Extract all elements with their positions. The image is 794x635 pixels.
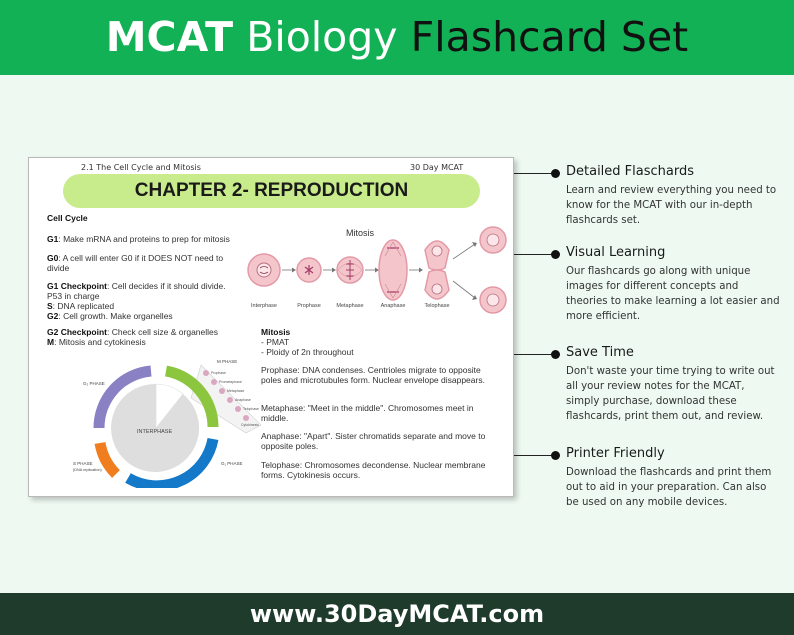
stage-label-prophase: Prophase: [297, 303, 321, 309]
feature-desc-save-time: Don't waste your time trying to write ou…: [566, 366, 775, 422]
chapter-title: CHAPTER 2- REPRODUCTION: [134, 180, 409, 201]
mini-label-prometaphase: Prometaphase: [219, 380, 242, 384]
card-brand: 30 Day MCAT: [410, 163, 464, 172]
feature-bullet-2: [551, 250, 560, 259]
page-title: MCAT Biology Flashcard Set: [0, 6, 794, 68]
m-phase-sector: [155, 383, 184, 429]
g1-note: G1: Make mRNA and proteins to prep for m…: [47, 234, 230, 244]
feature-bullet-1: [551, 169, 560, 178]
flashcard-preview: 2.1 The Cell Cycle and Mitosis 30 Day MC…: [28, 157, 514, 497]
feature-desc-visual: Our flashcards go along with unique imag…: [566, 266, 780, 322]
anaphase-note: Anaphase: "Apart". Sister chromatids sep…: [261, 431, 486, 451]
mitosis-diagram: Mitosis: [247, 226, 507, 314]
metaphase-cell-icon: [336, 256, 364, 284]
mini-label-cytokinesis: Cytokinesis: [241, 423, 259, 427]
mini-label-telophase: Telophase: [243, 407, 259, 411]
chapter-banner: CHAPTER 2- REPRODUCTION: [63, 174, 480, 208]
g1-phase-arrow: [125, 437, 219, 488]
interphase-sector: [111, 383, 200, 472]
g2-phase-arrow: [93, 365, 152, 429]
feature-desc-printer: Download the flashcards and print them o…: [566, 467, 772, 508]
stage-label-metaphase: Metaphase: [336, 303, 363, 309]
interphase-label: INTERPHASE: [137, 429, 172, 435]
stage-label-anaphase: Anaphase: [381, 303, 406, 309]
feature-title-save-time: Save Time: [566, 345, 634, 360]
metaphase-note: Metaphase: "Meet in the middle". Chromos…: [261, 403, 474, 423]
card-topic: 2.1 The Cell Cycle and Mitosis: [81, 163, 201, 172]
prophase-note: Prophase: DNA condenses. Centrioles migr…: [261, 365, 485, 385]
mitosis-notes: Mitosis - PMAT - Ploidy of 2n throughout: [261, 327, 354, 357]
g2-phase-label: G₂ PHASE: [83, 381, 105, 386]
feature-title-printer: Printer Friendly: [566, 446, 665, 461]
footer-banner: www.30DayMCAT.com: [0, 593, 794, 635]
mini-label-metaphase: Metaphase: [227, 389, 244, 393]
feature-connector-1: [514, 173, 554, 174]
title-flashcard-set: Flashcard Set: [410, 13, 689, 61]
g0-note: G0: A cell will enter G0 if it DOES NOT …: [47, 253, 224, 273]
s-phase-label: S PHASE: [73, 461, 93, 466]
mini-label-anaphase: Anaphase: [235, 398, 251, 402]
stage-label-telophase: Telophase: [424, 303, 449, 309]
cell-cycle-diagram: Prophase Prometaphase Metaphase Anaphase…: [73, 359, 262, 488]
daughter-cell-top-icon: [479, 226, 507, 254]
feature-bullet-3: [551, 350, 560, 359]
g1-checkpoint-note: G1 Checkpoint: Cell decides if it should…: [47, 281, 226, 321]
feature-title-detailed: Detailed Flaschards: [566, 164, 695, 179]
header-banner: MCAT Biology Flashcard Set: [0, 0, 794, 75]
feature-title-visual: Visual Learning: [566, 245, 666, 260]
feature-bullet-4: [551, 451, 560, 460]
feature-connector-4: [514, 455, 554, 456]
s-phase-arrow: [94, 441, 121, 478]
interphase-cell-icon: [247, 253, 281, 287]
title-mcat: MCAT: [105, 13, 234, 61]
cell-cycle-title: Cell Cycle: [47, 213, 88, 223]
g1-phase-label: G₁ PHASE: [221, 461, 243, 466]
prophase-cell-icon: [296, 257, 322, 283]
stage-label-interphase: Interphase: [251, 303, 277, 309]
mini-label-prophase: Prophase: [211, 371, 226, 375]
s-phase-sublabel: (DNA replication): [73, 468, 102, 472]
feature-desc-detailed: Learn and review everything you need to …: [566, 185, 777, 226]
g2-checkpoint-note: G2 Checkpoint: Check cell size & organel…: [47, 327, 219, 347]
anaphase-cell-icon: [378, 239, 408, 301]
telophase-note: Telophase: Chromosomes decondense. Nucle…: [261, 460, 486, 480]
m-phase-arrow: [164, 365, 219, 428]
m-phase-label: M PHASE: [217, 359, 237, 364]
feature-connector-3: [514, 354, 554, 355]
title-biology: Biology: [246, 13, 398, 61]
m-phase-mini-cells: [203, 370, 249, 421]
daughter-cell-bottom-icon: [479, 286, 507, 314]
feature-connector-2: [514, 254, 554, 255]
telophase-cell-icon: [424, 240, 450, 300]
mitosis-diagram-title: Mitosis: [346, 228, 375, 238]
footer-url: www.30DayMCAT.com: [249, 600, 545, 628]
